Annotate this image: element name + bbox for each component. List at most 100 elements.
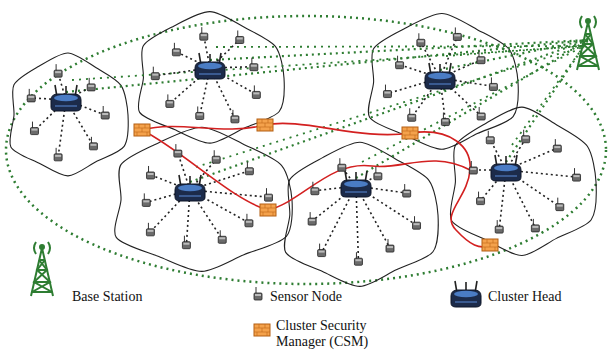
- sensor-node: [54, 148, 62, 161]
- sensor-node: [354, 252, 362, 265]
- sensor-node: [308, 212, 316, 225]
- sensor-node: [151, 67, 159, 80]
- cluster-head: [175, 175, 205, 201]
- sensor-node: [196, 106, 204, 119]
- cluster-outline: [368, 14, 518, 150]
- sensor-node: [489, 77, 497, 90]
- devices: [27, 27, 580, 265]
- sensor-node: [408, 108, 416, 121]
- cluster-outline: [450, 107, 596, 255]
- csm: [257, 119, 273, 131]
- sensor-node: [318, 244, 326, 257]
- cluster-head: [425, 63, 455, 89]
- sensor-node: [486, 131, 494, 144]
- uplink: [356, 40, 588, 178]
- uplink: [190, 40, 588, 182]
- base-station-icon: [577, 16, 599, 70]
- intra-links: [31, 36, 576, 261]
- uplink: [440, 40, 588, 70]
- csm-link: [142, 123, 490, 247]
- network-boundary: [6, 16, 606, 284]
- sensor-node: [264, 188, 272, 201]
- uplink: [196, 46, 584, 167]
- sensor-node: [200, 27, 208, 40]
- legend-label: Base Station: [72, 289, 182, 305]
- uplink: [512, 46, 584, 145]
- cluster-outline: [284, 142, 438, 286]
- legend-label: Cluster Security Manager (CSM): [276, 318, 392, 350]
- sensor-node: [383, 85, 391, 98]
- sensor-node: [87, 78, 95, 91]
- sensor-node: [417, 33, 425, 46]
- cluster-head: [51, 85, 81, 111]
- uplink: [362, 46, 584, 162]
- sensor-node: [311, 182, 319, 195]
- csm-link: [142, 130, 470, 210]
- sensor-node: [250, 58, 258, 71]
- sensor-node: [338, 158, 346, 171]
- legend-item: Sensor Node: [270, 289, 380, 305]
- sensor-node-icon: [254, 287, 262, 300]
- csm: [134, 124, 150, 136]
- sensor-node: [54, 64, 62, 77]
- cluster-head-icon: [451, 281, 481, 307]
- legend-label: Cluster Head: [488, 289, 598, 305]
- cluster-outline: [115, 127, 293, 271]
- sensor-node: [172, 43, 180, 56]
- sensor-node: [573, 168, 581, 181]
- sensor-node: [386, 239, 394, 252]
- sensor-node: [27, 89, 35, 102]
- base-station-icon: [31, 242, 53, 296]
- sensor-node: [522, 130, 530, 143]
- sensor-node: [182, 236, 190, 249]
- sensor-node: [174, 144, 182, 157]
- csm: [260, 204, 276, 216]
- sensor-node: [245, 162, 253, 175]
- sensor-node: [30, 122, 38, 135]
- uplink: [72, 46, 584, 80]
- sensor-node: [453, 27, 461, 40]
- clusters: [10, 12, 596, 287]
- cluster-head: [341, 171, 371, 197]
- sensor-node: [413, 216, 421, 229]
- cluster-outline: [10, 53, 128, 176]
- sensor-node: [477, 107, 485, 120]
- uplink: [210, 40, 588, 60]
- uplinks: [66, 40, 588, 182]
- sensor-node: [374, 167, 382, 180]
- sensor-node: [147, 166, 155, 179]
- sensor-node: [252, 85, 260, 98]
- sensor-node: [495, 220, 503, 233]
- sensor-node: [101, 106, 109, 119]
- uplink: [66, 40, 588, 92]
- sensor-node: [166, 94, 174, 107]
- sensor-node: [218, 230, 226, 243]
- uplink: [506, 40, 588, 162]
- sensor-node: [236, 30, 244, 43]
- sensor-node: [469, 161, 477, 174]
- sensor-node: [403, 184, 411, 197]
- sensor-node: [531, 219, 539, 232]
- legend-label: Sensor Node: [270, 289, 380, 305]
- sensor-node: [142, 193, 150, 206]
- legend-item: Cluster Security Manager (CSM): [276, 318, 392, 350]
- sensor-node: [245, 214, 253, 227]
- uplink: [216, 46, 584, 47]
- sensor-node: [89, 137, 97, 150]
- csm: [482, 239, 498, 251]
- csm-icon: [254, 324, 270, 336]
- cluster-head: [195, 53, 225, 79]
- cluster-outline: [138, 12, 284, 143]
- legend-item: Cluster Head: [488, 289, 598, 305]
- sensor-node: [396, 56, 404, 69]
- sensor-node: [553, 139, 561, 152]
- sensor-node: [231, 110, 239, 123]
- sensor-node: [477, 192, 485, 205]
- cluster-head: [491, 155, 521, 181]
- sensor-node: [146, 223, 154, 236]
- sensor-node: [212, 150, 220, 163]
- csm: [402, 127, 418, 139]
- sensor-node: [441, 113, 449, 126]
- sensor-node: [477, 51, 485, 64]
